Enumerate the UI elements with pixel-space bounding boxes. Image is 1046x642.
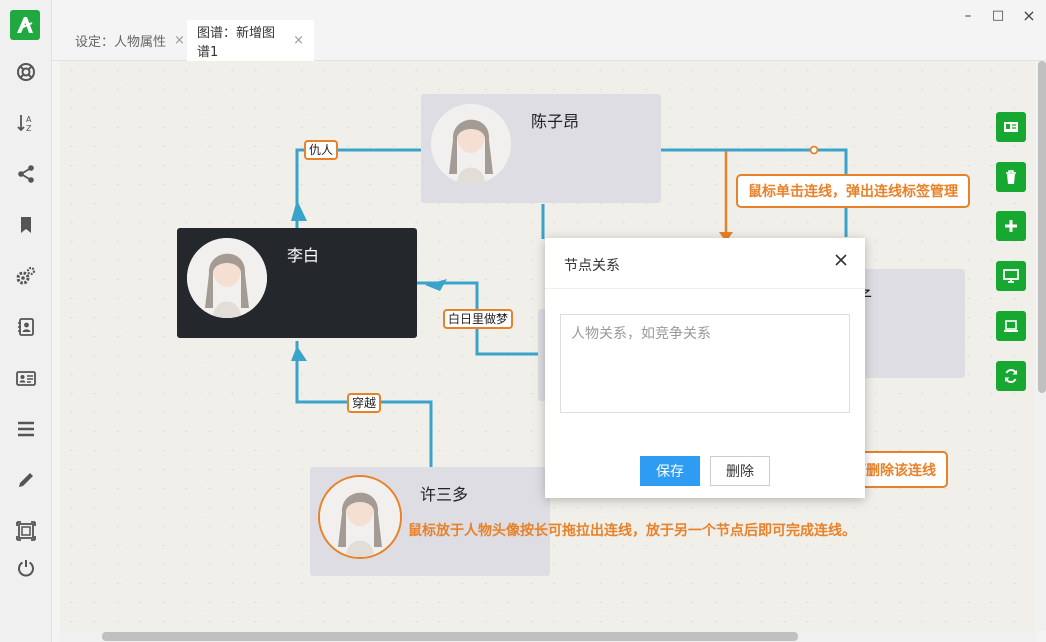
dialog-title: 节点关系	[564, 258, 620, 274]
horizontal-scrollbar[interactable]	[102, 632, 798, 641]
delete-button[interactable]: 删除	[710, 456, 770, 486]
app-logo-icon	[10, 10, 40, 40]
trash-icon	[1006, 170, 1016, 184]
edge-label-travel[interactable]: 穿越	[347, 393, 382, 413]
add-tool-button[interactable]	[996, 211, 1026, 241]
svg-text:Z: Z	[26, 124, 32, 133]
callout-arrowhead	[719, 232, 733, 242]
window-close-icon[interactable]: ×	[1022, 6, 1036, 25]
tab-character-attributes[interactable]: 设定：人物属性 ×	[65, 20, 195, 61]
refresh-icon	[1005, 368, 1017, 384]
add-icon	[1005, 220, 1017, 232]
card-icon	[1004, 122, 1018, 132]
tab-close-icon[interactable]: ×	[174, 33, 185, 48]
close-icon[interactable]	[833, 252, 849, 268]
refresh-tool-button[interactable]	[996, 361, 1026, 391]
node-xusanduo[interactable]: 许三多	[310, 467, 550, 576]
node-libai[interactable]: 李白	[177, 228, 417, 338]
vertical-scrollbar[interactable]	[1038, 61, 1046, 393]
save-button[interactable]: 保存	[640, 456, 700, 486]
help-icon[interactable]	[13, 59, 39, 85]
avatar[interactable]	[318, 475, 402, 559]
settings-icon[interactable]	[13, 263, 39, 289]
svg-text:A: A	[26, 115, 32, 124]
id-card-icon[interactable]	[13, 365, 39, 391]
share-icon[interactable]	[13, 161, 39, 187]
edge-label-enemy[interactable]: 仇人	[304, 140, 339, 160]
drag-hint-text: 鼠标放于人物头像按长可拖拉出连线，放于另一个节点后即可完成连线。	[408, 523, 856, 539]
fit-screen-icon[interactable]	[13, 518, 39, 544]
tab-label: 图谱：新增图谱1	[197, 25, 276, 60]
node-partial[interactable]: 子	[846, 269, 965, 378]
avatar[interactable]	[431, 104, 511, 184]
dialog-divider	[545, 288, 865, 289]
node-name: 李白	[287, 246, 320, 265]
edge-line	[661, 148, 848, 237]
edge-handle	[809, 145, 819, 155]
minimize-icon[interactable]: –	[964, 8, 972, 24]
edge-arrowhead	[291, 346, 307, 361]
node-name: 陈子昂	[531, 112, 580, 131]
power-icon[interactable]	[13, 555, 39, 581]
node-relation-dialog: 节点关系 保存 删除	[545, 238, 865, 498]
delete-tool-button[interactable]	[996, 162, 1026, 192]
bookmark-icon[interactable]	[13, 212, 39, 238]
edge-arrowhead	[425, 279, 447, 291]
tab-label: 设定：人物属性	[75, 35, 167, 50]
edge-arrowhead	[291, 200, 307, 221]
edge-enemy-line	[295, 148, 421, 228]
edge-label-daydream[interactable]: 白日里做梦	[443, 309, 514, 329]
tab-close-icon[interactable]: ×	[293, 33, 304, 48]
laptop-icon	[1004, 320, 1018, 332]
node-name: 许三多	[420, 485, 469, 504]
tab-bar: 设定：人物属性 × 图谱：新增图谱1 ×	[52, 20, 1046, 61]
callout-click-edge: 鼠标单击连线，弹出连线标签管理	[736, 174, 970, 208]
list-icon[interactable]	[13, 416, 39, 442]
laptop-tool-button[interactable]	[996, 311, 1026, 341]
node-chenziang[interactable]: 陈子昂	[421, 94, 661, 203]
card-tool-button[interactable]	[996, 112, 1026, 142]
relation-textarea[interactable]	[560, 314, 850, 413]
maximize-icon[interactable]: □	[991, 8, 1005, 23]
tab-new-graph[interactable]: 图谱：新增图谱1 ×	[187, 20, 314, 61]
monitor-tool-button[interactable]	[996, 261, 1026, 291]
monitor-icon	[1003, 269, 1019, 283]
edit-icon[interactable]	[13, 467, 39, 493]
contacts-icon[interactable]	[13, 314, 39, 340]
avatar[interactable]	[187, 238, 267, 318]
